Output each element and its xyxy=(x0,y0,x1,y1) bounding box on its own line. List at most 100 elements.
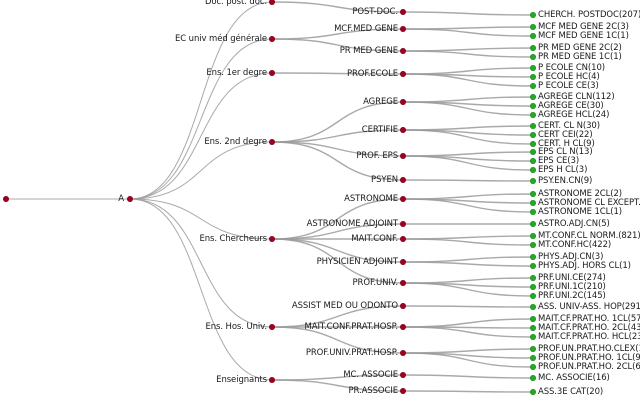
level3-node-2[interactable] xyxy=(400,48,406,54)
level3-node-11[interactable] xyxy=(400,259,406,265)
level2-node-2[interactable] xyxy=(269,70,275,76)
level3-node-14[interactable] xyxy=(400,324,406,330)
leaf-node-36[interactable] xyxy=(530,375,536,381)
leaf-node-label-21: ASTRO.ADJ.CN(5) xyxy=(538,218,610,229)
leaf-node-label-5: P ECOLE CN(10) xyxy=(538,62,605,73)
leaf-node-24[interactable] xyxy=(530,254,536,260)
leaf-node-14[interactable] xyxy=(530,149,536,155)
leaf-node-label-17: PSY.EN.CN(9) xyxy=(538,175,593,186)
tree-edge xyxy=(129,198,273,328)
leaf-node-label-27: PRF.UNI.1C(210) xyxy=(538,281,606,292)
tree-edge xyxy=(271,28,404,40)
leaf-node-label-12: CERT CEI(22) xyxy=(538,129,593,140)
leaf-node-32[interactable] xyxy=(530,334,536,340)
level3-node-label-15: PROF.UNIV.PRAT.HOSP. xyxy=(305,347,398,358)
level2-node-4[interactable] xyxy=(269,236,275,242)
leaf-node-22[interactable] xyxy=(530,233,536,239)
leaf-node-label-13: CERT. H CL(9) xyxy=(538,138,595,149)
leaf-node-4[interactable] xyxy=(530,54,536,60)
leaf-node-30[interactable] xyxy=(530,316,536,322)
level3-node-label-10: MAIT.CONF. xyxy=(351,233,398,244)
level3-node-6[interactable] xyxy=(400,153,406,159)
root-node[interactable] xyxy=(127,196,133,202)
leaf-node-label-18: ASTRONOME 2CL(2) xyxy=(538,188,622,199)
level3-node-1[interactable] xyxy=(400,26,406,32)
level2-node-label-5: Ens. Hos. Univ. xyxy=(205,321,267,332)
leaf-node-12[interactable] xyxy=(530,132,536,138)
level3-node-16[interactable] xyxy=(400,372,406,378)
level3-node-9[interactable] xyxy=(400,221,406,227)
leaf-node-label-6: P ECOLE HC(4) xyxy=(538,71,600,82)
level2-node-1[interactable] xyxy=(269,36,275,42)
leaf-node-5[interactable] xyxy=(530,65,536,71)
leaf-node-17[interactable] xyxy=(530,178,536,184)
leaf-node-8[interactable] xyxy=(530,94,536,100)
level3-node-label-12: PROF.UNIV. xyxy=(352,277,399,288)
leaf-node-27[interactable] xyxy=(530,284,536,290)
tree-edge xyxy=(402,28,534,37)
level3-node-3[interactable] xyxy=(400,71,406,77)
leaf-node-33[interactable] xyxy=(530,346,536,352)
leaf-node-label-10: AGREGE HCL(24) xyxy=(538,109,610,120)
level2-node-3[interactable] xyxy=(269,139,275,145)
level3-node-0[interactable] xyxy=(400,9,406,15)
level3-node-10[interactable] xyxy=(400,236,406,242)
tree-edge xyxy=(402,129,534,145)
level2-node-5[interactable] xyxy=(269,324,275,330)
leaf-node-35[interactable] xyxy=(530,364,536,370)
level3-node-13[interactable] xyxy=(400,303,406,309)
leaf-node-25[interactable] xyxy=(530,263,536,269)
level3-node-17[interactable] xyxy=(400,388,406,394)
tree-edge xyxy=(271,101,404,143)
leaf-node-2[interactable] xyxy=(530,33,536,39)
leaf-node-13[interactable] xyxy=(530,141,536,147)
tree-edge xyxy=(271,305,404,328)
leaf-node-6[interactable] xyxy=(530,74,536,80)
leaf-node-37[interactable] xyxy=(530,389,536,395)
tree-edge xyxy=(129,198,273,240)
leaf-node-label-32: MAIT.CF.PRAT.HO. HCL(23) xyxy=(538,331,640,342)
leaf-node-16[interactable] xyxy=(530,167,536,173)
leaf-node-34[interactable] xyxy=(530,355,536,361)
leaf-node-15[interactable] xyxy=(530,158,536,164)
level3-node-12[interactable] xyxy=(400,280,406,286)
leaf-node-label-3: PR MED GENE 2C(2) xyxy=(538,42,622,53)
leaf-node-20[interactable] xyxy=(530,209,536,215)
leaf-node-18[interactable] xyxy=(530,191,536,197)
leaf-node-23[interactable] xyxy=(530,242,536,248)
leaf-node-3[interactable] xyxy=(530,45,536,51)
tree-edge xyxy=(271,141,404,157)
leaf-node-19[interactable] xyxy=(530,200,536,206)
level3-node-label-16: MC. ASSOCIE xyxy=(343,369,398,380)
level3-node-8[interactable] xyxy=(400,196,406,202)
leaf-node-7[interactable] xyxy=(530,83,536,89)
leaf-node-label-35: PROF.UN.PRAT.HO. 2CL(68) xyxy=(538,361,640,372)
level2-node-0[interactable] xyxy=(269,0,275,5)
level3-node-4[interactable] xyxy=(400,99,406,105)
leaf-node-21[interactable] xyxy=(530,221,536,227)
leaf-node-label-28: PRF.UNI.2C(145) xyxy=(538,290,606,301)
level2-node-6[interactable] xyxy=(269,377,275,383)
leaf-node-11[interactable] xyxy=(530,123,536,129)
leaf-node-label-8: AGREGE CLN(112) xyxy=(538,91,615,102)
level2-node-label-0: Doc. post. doc. xyxy=(204,0,267,7)
level3-node-15[interactable] xyxy=(400,350,406,356)
level3-node-7[interactable] xyxy=(400,177,406,183)
leaf-node-0[interactable] xyxy=(530,12,536,18)
leaf-node-10[interactable] xyxy=(530,112,536,118)
level3-node-5[interactable] xyxy=(400,127,406,133)
tree-edge xyxy=(402,73,534,87)
tree-edge xyxy=(271,198,404,240)
leaf-node-31[interactable] xyxy=(530,325,536,331)
tree-edge xyxy=(271,238,404,263)
root-origin-node[interactable] xyxy=(3,196,9,202)
leaf-node-1[interactable] xyxy=(530,24,536,30)
tree-edge xyxy=(129,198,273,381)
tree-edge xyxy=(402,256,534,263)
leaf-node-9[interactable] xyxy=(530,103,536,109)
leaf-node-label-9: AGREGE CE(30) xyxy=(538,100,604,111)
leaf-node-26[interactable] xyxy=(530,275,536,281)
leaf-node-28[interactable] xyxy=(530,293,536,299)
leaf-node-29[interactable] xyxy=(530,304,536,310)
